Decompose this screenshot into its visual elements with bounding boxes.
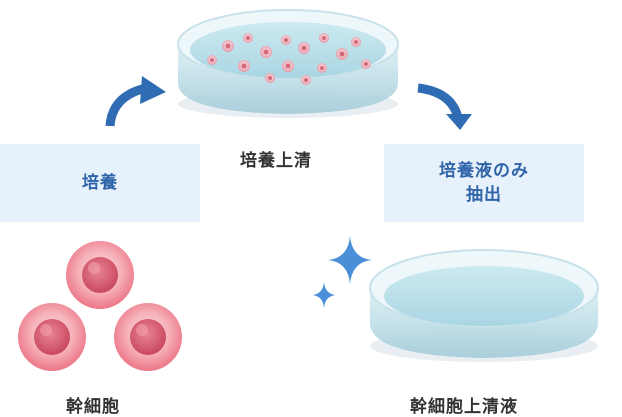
cultured-cells bbox=[207, 33, 371, 85]
caption-stem-cell-supernatant: 幹細胞上清液 bbox=[410, 397, 518, 417]
stem-cell-top bbox=[66, 241, 134, 309]
dish2-liquid bbox=[384, 266, 584, 326]
extract-label-box: 培養液のみ 抽出 bbox=[384, 144, 584, 222]
extract-label-line1: 培養液のみ bbox=[439, 161, 529, 181]
sparkle-small-icon bbox=[312, 282, 336, 308]
stem-cell-bottom-left bbox=[18, 303, 86, 371]
arrow-down-extract bbox=[417, 83, 472, 130]
arrow-up-culture bbox=[105, 76, 166, 127]
sparkle-large-icon bbox=[328, 236, 372, 284]
petri-dish-supernatant bbox=[369, 249, 599, 362]
caption-stem-cell: 幹細胞 bbox=[66, 397, 120, 417]
caption-culture-supernatant: 培養上清 bbox=[240, 151, 312, 171]
culture-label-box: 培養 bbox=[0, 144, 200, 222]
extract-label-line2: 抽出 bbox=[466, 185, 502, 205]
culture-label: 培養 bbox=[82, 173, 118, 193]
petri-dish-with-cells bbox=[177, 9, 399, 118]
stem-cell-bottom-right bbox=[114, 303, 182, 371]
